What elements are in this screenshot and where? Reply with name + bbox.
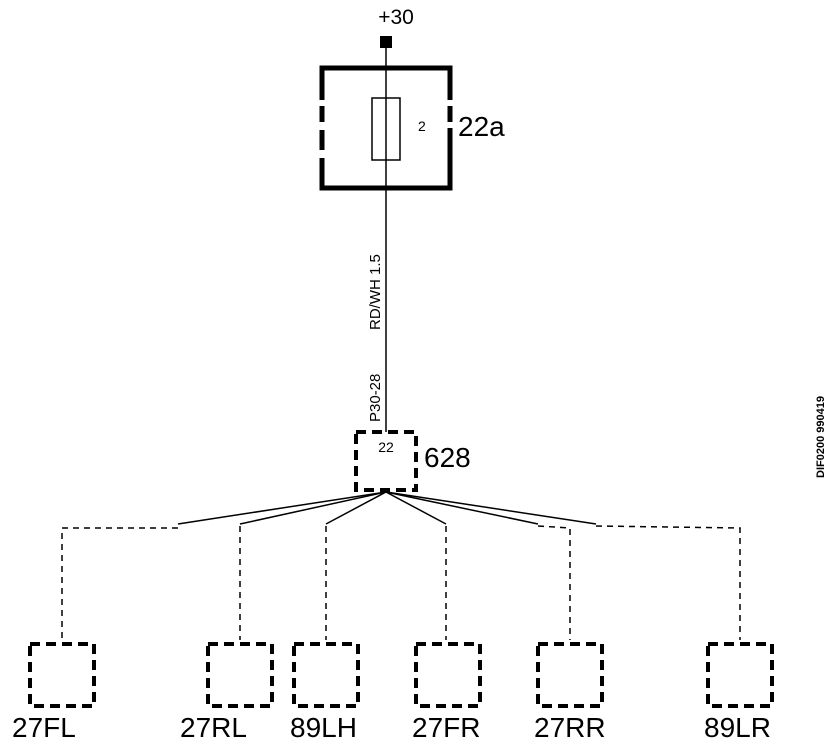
output-box-27rr — [536, 642, 604, 708]
output-label-27rr: 27RR — [534, 712, 606, 743]
wire-pin: P30-28 — [367, 374, 384, 422]
output-box-27rl — [206, 642, 274, 708]
fuse-box — [319, 65, 453, 191]
fuse-box-id: 22a — [458, 111, 505, 142]
supply-terminal — [380, 36, 392, 48]
output-box-27fr — [414, 642, 482, 708]
fan-out-wires — [177, 491, 597, 525]
document-id: DIF0200 990419 — [815, 396, 827, 478]
output-label-27fr: 27FR — [412, 712, 480, 743]
supply-label: +30 — [378, 6, 414, 29]
output-boxes — [28, 642, 774, 708]
connector-pin: 22 — [378, 439, 394, 455]
output-label-27rl: 27RL — [180, 712, 247, 743]
output-box-89lh — [292, 642, 360, 708]
output-box-89lr — [706, 642, 774, 708]
connector-id: 628 — [424, 442, 471, 473]
output-label-27fl: 27FL — [12, 712, 76, 743]
connector-628 — [354, 430, 418, 492]
output-label-89lh: 89LH — [290, 712, 357, 743]
wire-color-size: RD/WH 1.5 — [367, 254, 384, 330]
branch-wires — [61, 525, 741, 640]
output-label-89lr: 89LR — [704, 712, 771, 743]
output-box-27fl — [28, 642, 96, 708]
fuse-number: 2 — [418, 118, 426, 134]
